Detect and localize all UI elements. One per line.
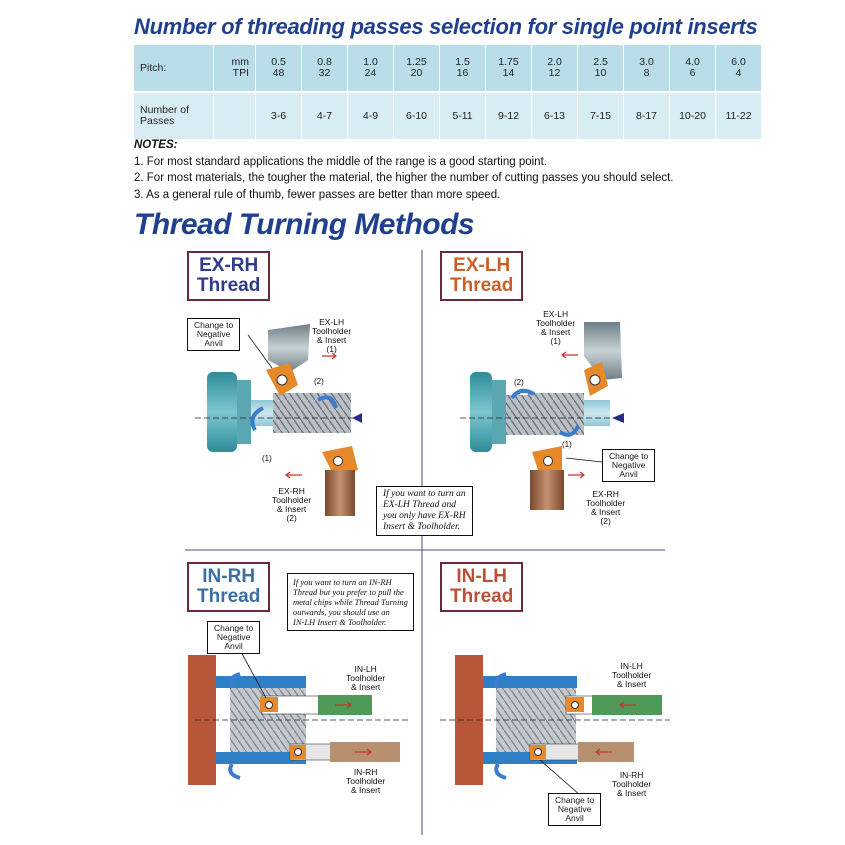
- exrh-num-1: (1): [262, 454, 272, 463]
- note-item: 3. As a general rule of thumb, fewer pas…: [134, 188, 501, 201]
- note-item: 2. For most materials, the tougher the m…: [134, 172, 674, 184]
- pitch-label: Pitch:: [134, 45, 214, 92]
- passes-cell: 7-15: [577, 92, 624, 139]
- passes-cell: 4-9: [347, 92, 394, 139]
- inlh-title-box: IN-LH Thread: [440, 562, 524, 612]
- passes-cell: 11-22: [715, 92, 761, 139]
- exrh-title-box: EX-RH Thread: [187, 251, 271, 301]
- exrh-subtitle: Thread: [197, 275, 261, 296]
- exrh-title: EX-RH: [199, 255, 259, 276]
- passes-cell: 6-13: [531, 92, 578, 139]
- exlh-num-1: (1): [562, 440, 572, 449]
- inlh-subtitle: Thread: [450, 586, 514, 607]
- exlh-diagram: [460, 322, 624, 510]
- passes-cell: 3-6: [255, 92, 302, 139]
- note-item: 1. For most standard applications the mi…: [134, 155, 547, 168]
- exlh-title: EX-LH: [453, 255, 511, 276]
- inlh-diagram: [440, 655, 670, 796]
- passes-cell: 6-10: [393, 92, 440, 139]
- exlh-title-box: EX-LH Thread: [440, 251, 524, 301]
- notes: NOTES: 1. For most standard applications…: [134, 137, 674, 203]
- inrh-title: IN-RH: [202, 566, 256, 587]
- passes-cell: 5-11: [439, 92, 486, 139]
- exrh-num-2: (2): [314, 377, 324, 386]
- exlh-num-2: (2): [514, 378, 524, 387]
- inrh-diagram: [188, 649, 410, 785]
- page-title: Number of threading passes selection for…: [134, 14, 758, 39]
- passes-cell: 9-12: [485, 92, 532, 139]
- passes-cell: 8-17: [623, 92, 670, 139]
- inlh-title: IN-LH: [456, 566, 507, 587]
- passes-cell: 10-20: [669, 92, 716, 139]
- notes-heading: NOTES:: [134, 139, 178, 151]
- exlh-subtitle: Thread: [450, 275, 514, 296]
- inrh-title-box: IN-RH Thread: [187, 562, 271, 612]
- inrh-subtitle: Thread: [197, 586, 261, 607]
- passes-cell: 4-7: [301, 92, 348, 139]
- section-title: Thread Turning Methods: [134, 208, 475, 241]
- exrh-diagram: [195, 324, 362, 516]
